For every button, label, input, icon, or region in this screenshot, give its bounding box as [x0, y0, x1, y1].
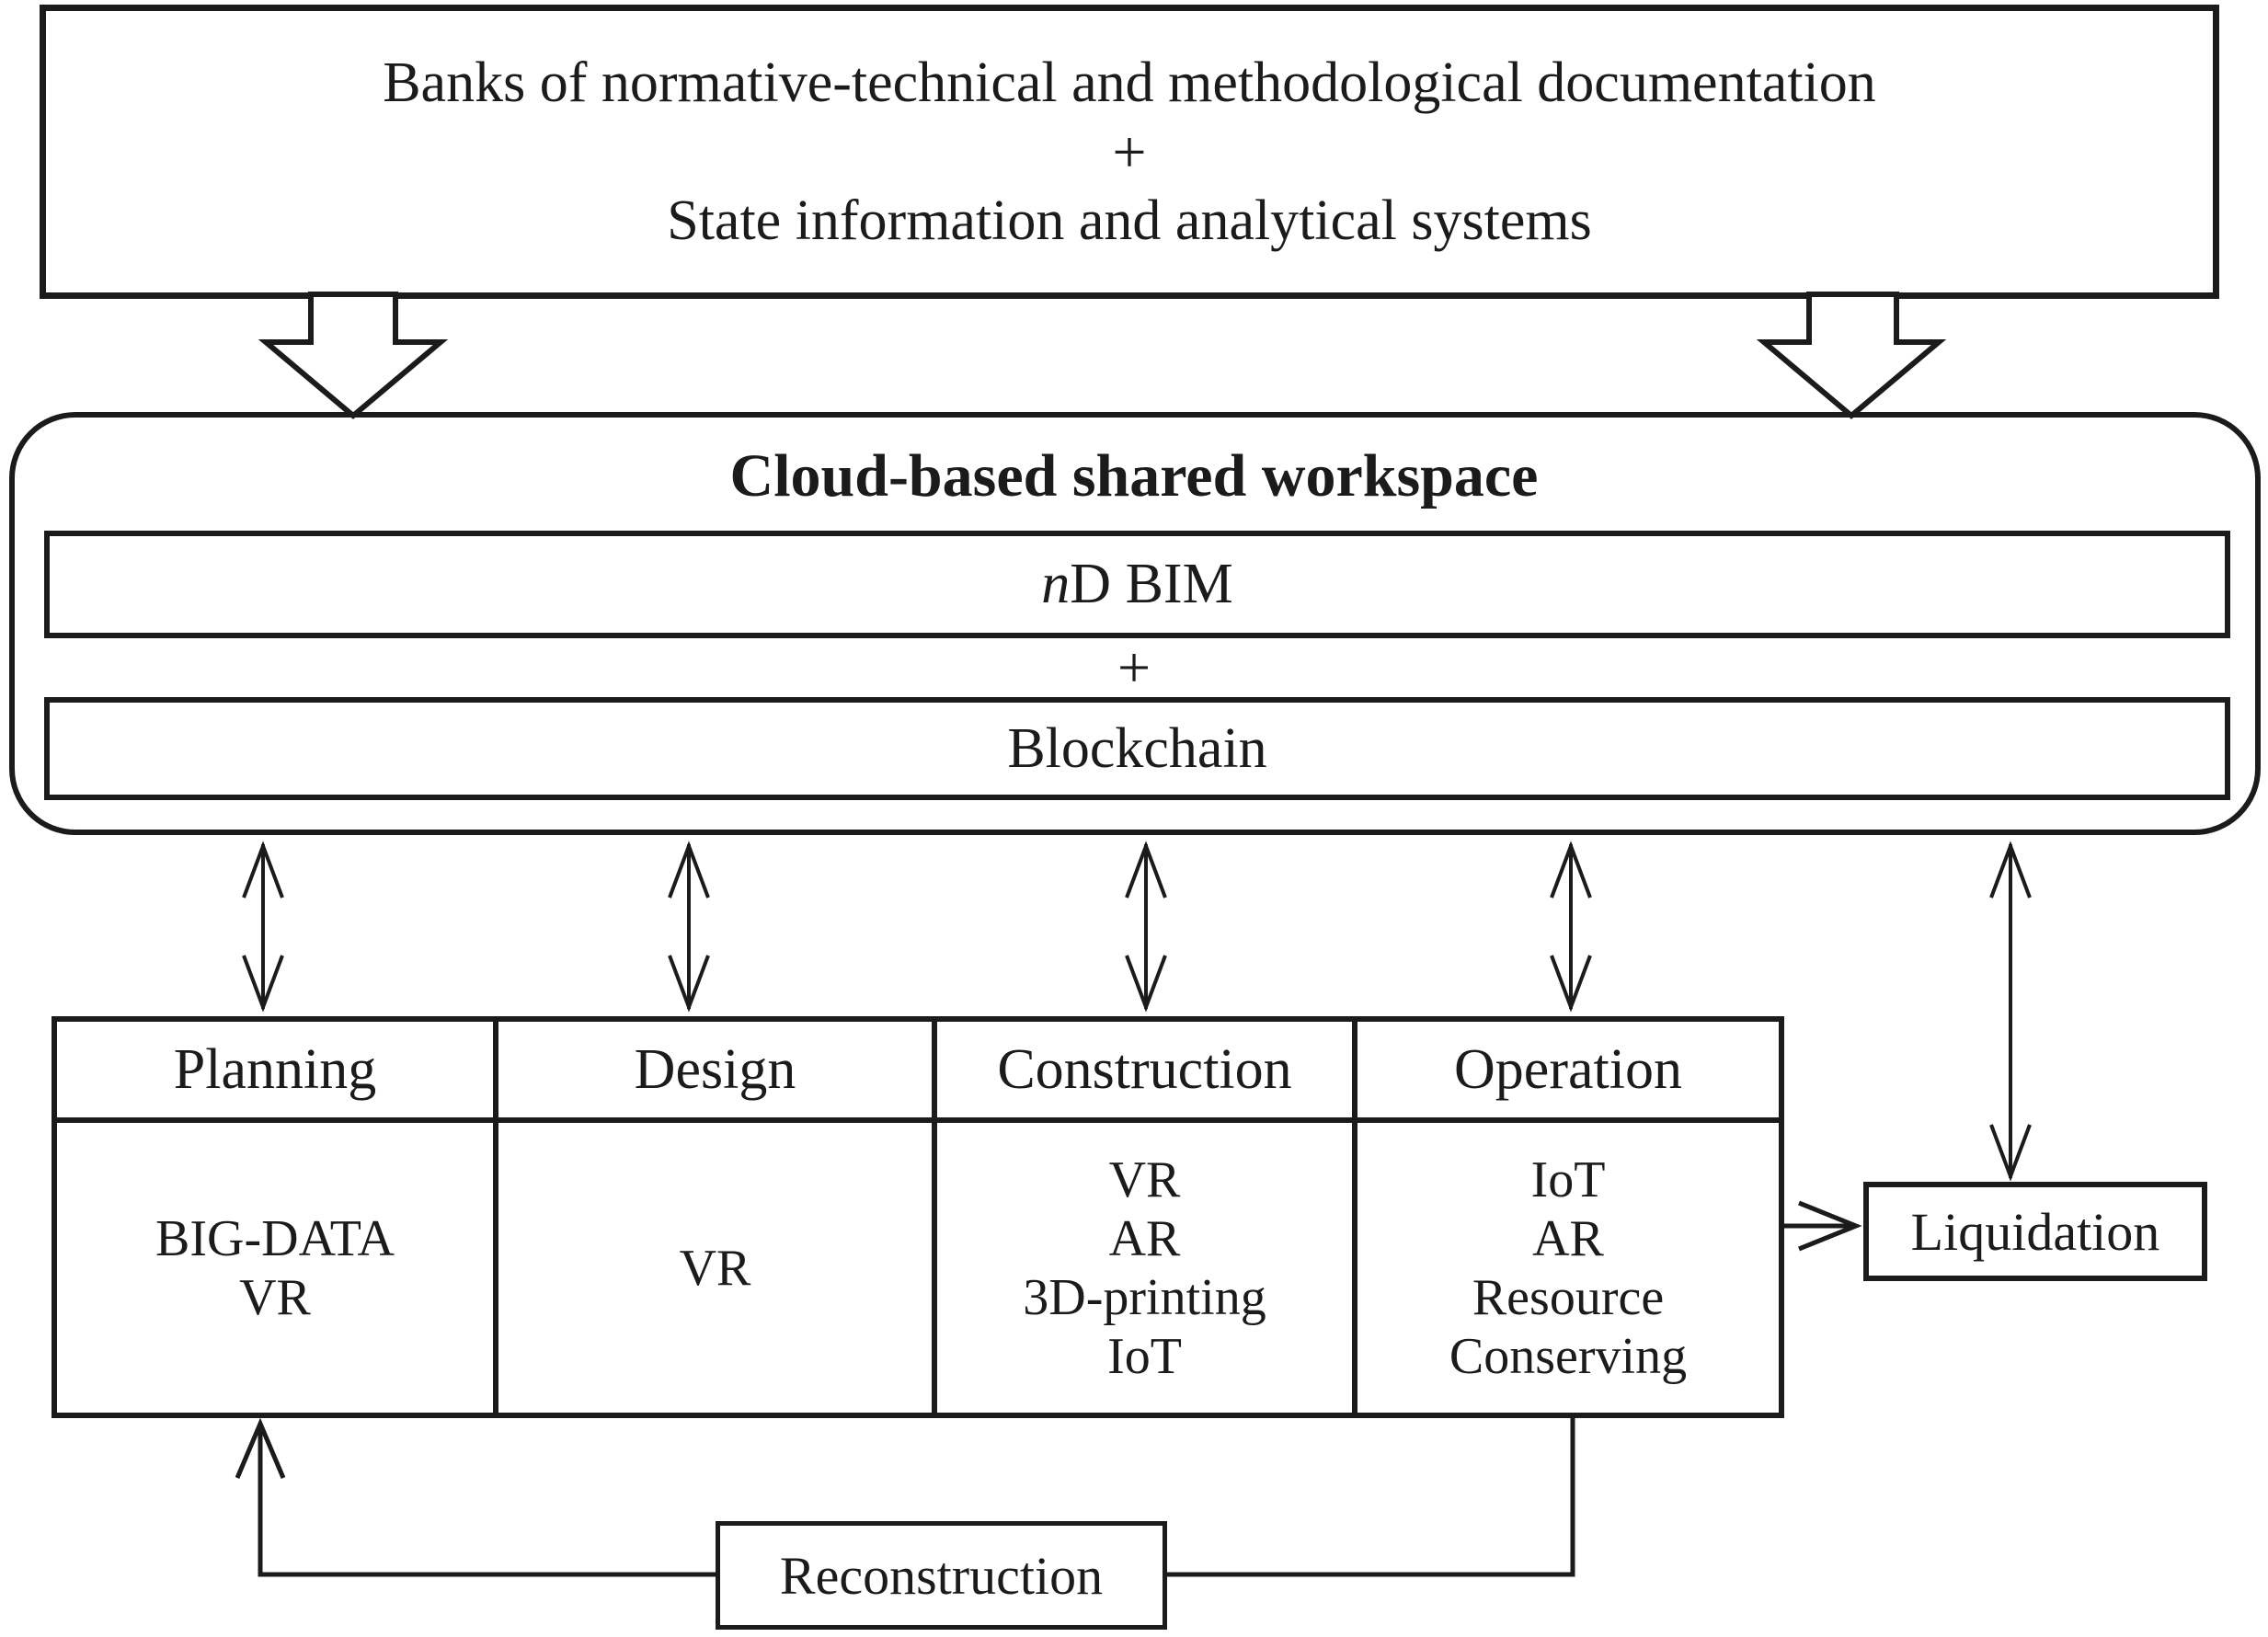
reconstruction-box: Reconstruction	[716, 1521, 1167, 1630]
double-arrow-design-icon	[668, 841, 710, 1013]
operation-item: Resource	[1472, 1268, 1665, 1326]
construction-cell: VR AR 3D-printing IoT	[937, 1123, 1357, 1413]
down-block-arrow-icon	[1756, 292, 1947, 419]
double-arrow-liquidation-icon	[1989, 841, 2032, 1182]
table-header-operation: Operation	[1357, 1022, 1779, 1123]
nd-bim-rest: D BIM	[1070, 553, 1233, 615]
plus-sign: +	[1112, 118, 1147, 186]
state-systems-line: State information and analytical systems	[667, 189, 1592, 252]
down-block-arrow-icon	[258, 292, 449, 419]
double-arrow-construction-icon	[1125, 841, 1167, 1013]
table-header-design: Design	[498, 1022, 937, 1123]
planning-item: VR	[239, 1268, 311, 1326]
construction-item: AR	[1108, 1209, 1181, 1267]
nd-bim-italic-n: n	[1041, 553, 1071, 615]
table-header-planning: Planning	[57, 1022, 498, 1123]
cloud-plus-sign: +	[1117, 635, 1151, 700]
double-arrow-operation-icon	[1550, 841, 1592, 1013]
cloud-workspace-title: Cloud-based shared workspace	[729, 442, 1539, 509]
planning-cell: BIG-DATA VR	[57, 1123, 498, 1413]
blockchain-box: Blockchain	[44, 697, 2230, 800]
right-arrow-liquidation-icon	[1784, 1200, 1862, 1252]
construction-item: 3D-printing	[1023, 1268, 1266, 1326]
documentation-banks-box: Banks of normative-technical and methodo…	[40, 5, 2219, 299]
planning-item: BIG-DATA	[155, 1209, 395, 1267]
lifecycle-table: Planning Design Construction Operation B…	[52, 1016, 1784, 1418]
liquidation-box: Liquidation	[1863, 1182, 2207, 1281]
operation-item: IoT	[1530, 1150, 1606, 1208]
construction-item: VR	[1108, 1150, 1181, 1208]
design-cell: VR	[498, 1123, 937, 1413]
operation-item: AR	[1532, 1209, 1604, 1267]
double-arrow-planning-icon	[242, 841, 284, 1013]
design-item: VR	[679, 1239, 751, 1297]
operation-cell: IoT AR Resource Conserving	[1357, 1123, 1779, 1413]
table-header-construction: Construction	[937, 1022, 1357, 1123]
construction-item: IoT	[1107, 1327, 1182, 1385]
up-arrowhead-icon	[235, 1417, 286, 1479]
operation-item: Conserving	[1449, 1327, 1688, 1385]
documentation-banks-line1: Banks of normative-technical and methodo…	[383, 51, 1876, 114]
